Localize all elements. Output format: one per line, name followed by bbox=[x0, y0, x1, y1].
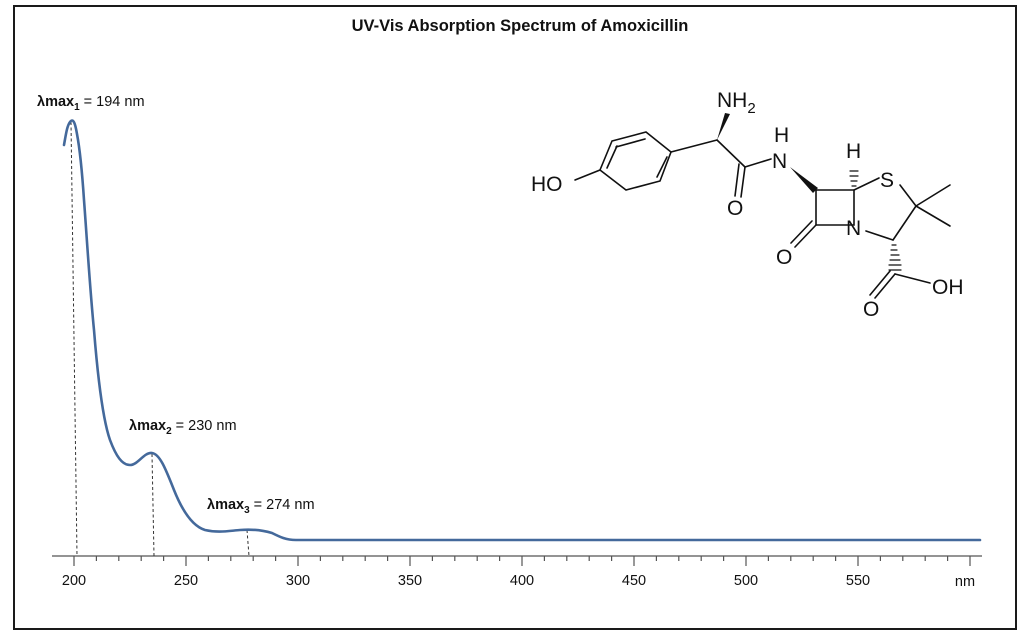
atom-ring-n: N bbox=[846, 217, 861, 240]
tick-label-250: 250 bbox=[174, 573, 198, 589]
benzene-inner-bond-1 bbox=[615, 138, 646, 148]
ho-bond bbox=[574, 169, 601, 181]
methyl-2 bbox=[915, 205, 951, 227]
carbonyl-bond bbox=[716, 139, 746, 168]
atom-amide-h: H bbox=[774, 124, 789, 147]
bridge-h-hash bbox=[849, 170, 859, 187]
carboxyl-oh-bond bbox=[894, 273, 931, 284]
chart-frame bbox=[13, 5, 1017, 630]
benzene-inner-bond-3 bbox=[606, 145, 618, 169]
guide-line-2 bbox=[151, 453, 155, 557]
alpha-carbon-bond bbox=[670, 139, 718, 153]
tick-label-550: 550 bbox=[846, 573, 870, 589]
tick-label-350: 350 bbox=[398, 573, 422, 589]
atom-bridge-h: H bbox=[846, 140, 861, 163]
tick-label-300: 300 bbox=[286, 573, 310, 589]
structure-atom-labels: HO NH2 H N O H S N O O OH bbox=[531, 89, 964, 321]
amide-wedge bbox=[790, 167, 818, 193]
spectrum-line bbox=[62, 119, 982, 542]
tick-label-400: 400 bbox=[510, 573, 534, 589]
s-bond-2 bbox=[899, 184, 917, 207]
carbonyl-double-1 bbox=[740, 166, 746, 198]
lactam-carbonyl-2 bbox=[790, 220, 813, 244]
atom-nh2: NH2 bbox=[717, 89, 756, 117]
beta-lactam-ring bbox=[815, 189, 855, 226]
atom-ho: HO bbox=[531, 173, 563, 196]
atom-acid-o: O bbox=[863, 298, 879, 321]
amoxicillin-structure bbox=[574, 113, 951, 299]
atom-acid-oh: OH bbox=[932, 276, 964, 299]
lambda-max-guides bbox=[70, 121, 250, 557]
atom-amide-n: N bbox=[772, 150, 787, 173]
atom-sulfur: S bbox=[880, 169, 894, 192]
x-axis-tick-labels: 200 250 300 350 400 450 500 550 nm bbox=[62, 573, 975, 590]
carbonyl-double-2 bbox=[734, 163, 740, 197]
s-bond-1 bbox=[853, 177, 880, 191]
carboxyl-double-1 bbox=[874, 273, 896, 299]
nh2-wedge bbox=[717, 113, 730, 140]
x-axis: 200 250 300 350 400 450 500 550 nm bbox=[52, 555, 982, 590]
benzene-inner-bond-2 bbox=[656, 156, 668, 178]
carboxyl-double-2 bbox=[869, 270, 891, 296]
tick-label-450: 450 bbox=[622, 573, 646, 589]
atom-carbonyl-o: O bbox=[727, 197, 743, 220]
x-axis-unit-label: nm bbox=[955, 574, 975, 590]
annotation-lambda-max-2: λmax2 = 230 nm bbox=[129, 418, 237, 437]
ring-n-bond bbox=[865, 230, 894, 241]
lactam-carbonyl-1 bbox=[794, 224, 817, 248]
methyl-1 bbox=[915, 184, 951, 207]
carboxyl-hash bbox=[888, 244, 902, 271]
guide-line-3 bbox=[246, 529, 250, 557]
amide-bond bbox=[744, 158, 772, 168]
tick-label-200: 200 bbox=[62, 573, 86, 589]
annotation-lambda-max-1: λmax1 = 194 nm bbox=[37, 94, 145, 113]
x-axis-ticks bbox=[73, 556, 971, 566]
ring-c-bond bbox=[892, 205, 917, 241]
atom-lactam-o: O bbox=[776, 246, 792, 269]
tick-label-500: 500 bbox=[734, 573, 758, 589]
annotation-lambda-max-3: λmax3 = 274 nm bbox=[207, 497, 315, 516]
chart-title: UV-Vis Absorption Spectrum of Amoxicilli… bbox=[352, 17, 689, 35]
guide-line-1 bbox=[70, 121, 78, 557]
